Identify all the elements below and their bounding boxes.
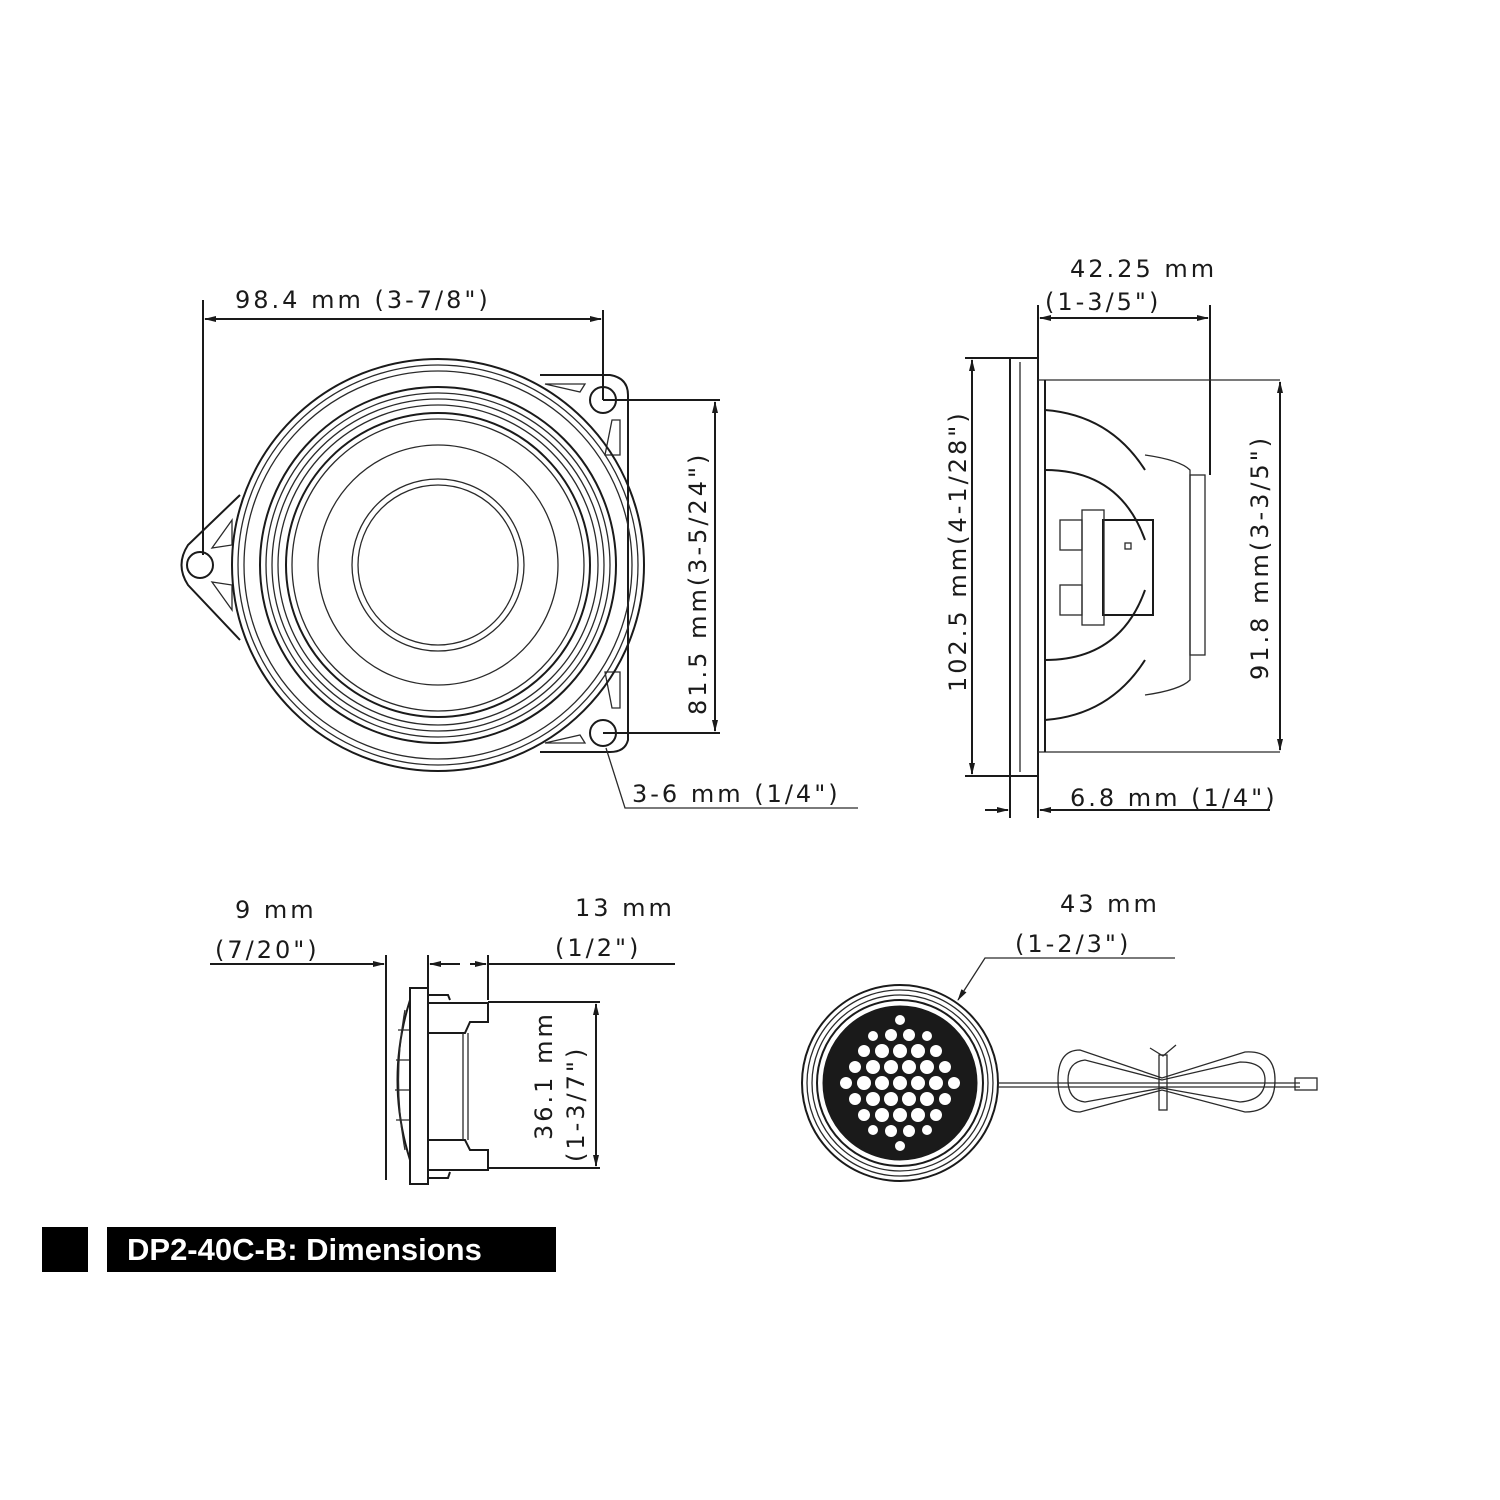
basket-height-label: 91.8 mm(3-3/5") — [1246, 435, 1274, 680]
outer-height-label: 102.5 mm(4-1/28") — [944, 410, 972, 692]
woofer-width-label: 98.4 mm (3-7/8") — [235, 286, 491, 314]
tweeter-side-view: 9 mm (7/20") 13 mm (1/2") 36.1 mm (1-3/7… — [210, 894, 675, 1185]
dome-depth-in-label: (7/20") — [215, 936, 320, 964]
tweeter-diameter-in-label: (1-2/3") — [1015, 930, 1131, 958]
depth-mm-label: 42.25 mm — [1070, 255, 1217, 283]
caption-marker — [42, 1227, 88, 1272]
tweeter-front-view: 43 mm (1-2/3") — [801, 890, 1318, 1182]
body-depth-in-label: (1/2") — [555, 934, 641, 962]
flange-thickness-label: 6.8 mm (1/4") — [1070, 784, 1278, 812]
depth-in-label: (1-3/5") — [1045, 288, 1161, 316]
tweeter-diameter-mm-label: 43 mm — [1060, 890, 1160, 918]
body-depth-mm-label: 13 mm — [575, 894, 675, 922]
dome-depth-mm-label: 9 mm — [235, 896, 317, 924]
mount-holes-label: 3-6 mm (1/4") — [632, 780, 841, 808]
woofer-front-view: 98.4 mm (3-7/8") 81.5 mm(3-5/24") 3-6 mm… — [180, 286, 858, 809]
woofer-side-view: 42.25 mm (1-3/5") 102.5 mm(4-1/28") 91.8… — [944, 255, 1283, 818]
tweeter-height-mm-label: 36.1 mm — [530, 1011, 558, 1140]
hole-spacing-label: 81.5 mm(3-5/24") — [684, 452, 712, 715]
page-title: DP2-40C-B: Dimensions — [107, 1227, 556, 1272]
tweeter-height-in-label: (1-3/7") — [562, 1046, 590, 1162]
